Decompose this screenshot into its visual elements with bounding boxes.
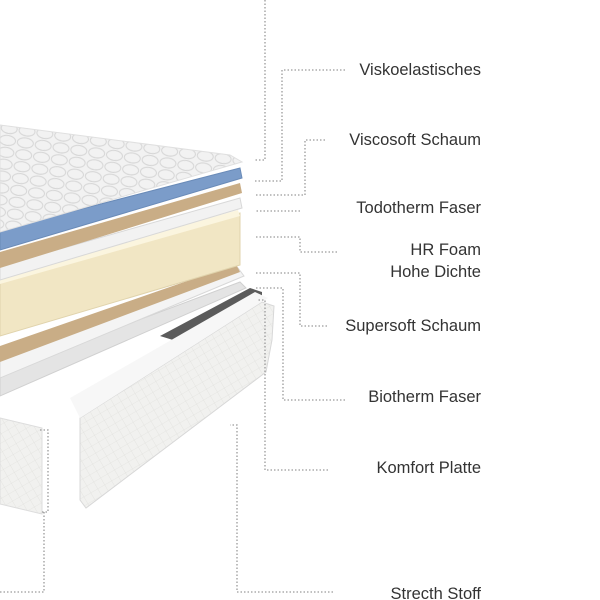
leader-hr-foam	[255, 236, 337, 253]
leader-lines	[0, 0, 345, 593]
label-todotherm: Todotherm Faser	[356, 199, 481, 217]
leader-stretch	[230, 424, 333, 593]
label-viscosoft: Viscosoft Schaum	[349, 131, 481, 149]
label-hr-foam: HR Foam	[410, 241, 481, 259]
label-viskoelastisches: Viskoelastisches	[359, 61, 481, 79]
leader-komfort	[258, 299, 328, 471]
mattress-base	[0, 288, 275, 515]
leader-left-base	[0, 429, 49, 593]
leader-viskoelastisches	[255, 69, 345, 182]
label-komfort: Komfort Platte	[376, 459, 481, 477]
label-stretch: Strecth Stoff	[390, 585, 482, 600]
leader-top	[255, 0, 266, 161]
label-hohe-dichte: Hohe Dichte	[390, 263, 481, 281]
leader-supersoft	[255, 272, 327, 327]
label-biotherm: Biotherm Faser	[368, 388, 481, 406]
label-supersoft: Supersoft Schaum	[345, 317, 481, 335]
mattress-layers	[0, 124, 247, 397]
